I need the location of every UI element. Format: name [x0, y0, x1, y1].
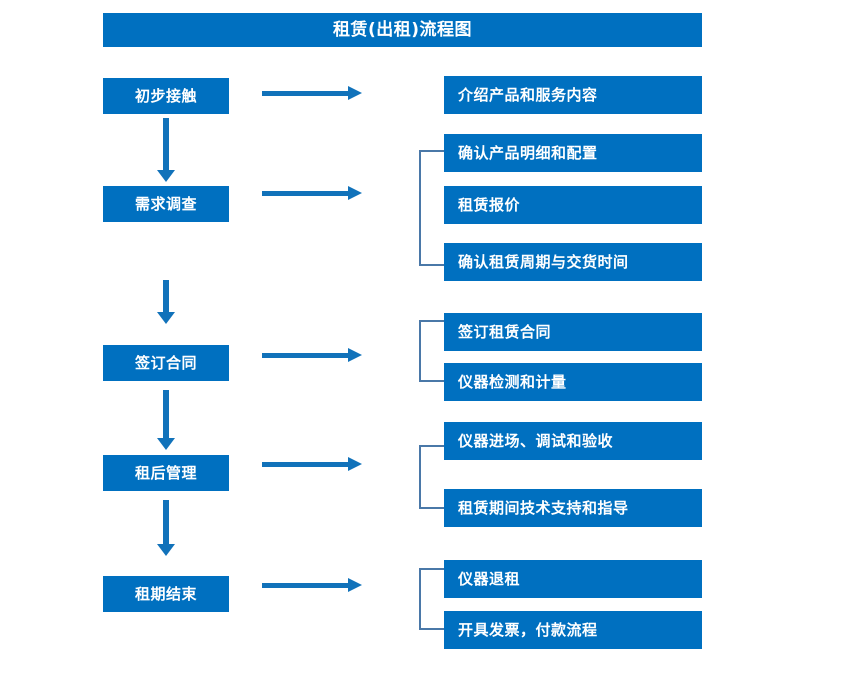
- bracket-spine: [419, 320, 421, 382]
- stage-box-sign-contract[interactable]: 签订合同: [103, 345, 229, 381]
- detail-box-rental-quote[interactable]: 租赁报价: [444, 186, 702, 224]
- bracket-stub-bottom: [419, 628, 445, 630]
- flow-arrow-down-4: [157, 500, 175, 556]
- detail-label: 租赁期间技术支持和指导: [458, 498, 629, 517]
- arrow-head: [348, 348, 362, 362]
- stage-label: 租期结束: [134, 584, 197, 603]
- arrow-head: [157, 544, 175, 556]
- detail-label: 仪器退租: [458, 569, 521, 588]
- bracket-spine: [419, 445, 421, 509]
- stage-box-initial-contact[interactable]: 初步接触: [103, 78, 229, 114]
- bracket-stub-top: [419, 568, 445, 570]
- bracket-spine: [419, 568, 421, 630]
- detail-box-sign-rental-contract[interactable]: 签订租赁合同: [444, 313, 702, 351]
- flow-arrow-right-sign-contract: [262, 348, 362, 362]
- arrow-shaft: [163, 390, 169, 438]
- flowchart-title-text: 租赁(出租)流程图: [332, 19, 473, 40]
- detail-box-instrument-return[interactable]: 仪器退租: [444, 560, 702, 598]
- detail-box-instrument-inspection[interactable]: 仪器检测和计量: [444, 363, 702, 401]
- detail-box-technical-support[interactable]: 租赁期间技术支持和指导: [444, 489, 702, 527]
- detail-label: 确认租赁周期与交货时间: [458, 252, 629, 271]
- stage-box-needs-survey[interactable]: 需求调查: [103, 186, 229, 222]
- bracket-stub-top: [419, 150, 445, 152]
- flow-arrow-right-post-rental: [262, 457, 362, 471]
- flow-arrow-down-2: [157, 280, 175, 324]
- stage-box-rental-end[interactable]: 租期结束: [103, 576, 229, 612]
- bracket-stub-bottom: [419, 264, 445, 266]
- stage-box-post-rental-management[interactable]: 租后管理: [103, 455, 229, 491]
- bracket-spine: [419, 150, 421, 266]
- detail-box-confirm-spec[interactable]: 确认产品明细和配置: [444, 134, 702, 172]
- arrow-head: [348, 578, 362, 592]
- arrow-shaft: [163, 500, 169, 544]
- arrow-head: [348, 186, 362, 200]
- detail-label: 介绍产品和服务内容: [458, 85, 598, 104]
- arrow-head: [157, 312, 175, 324]
- bracket-connector-sign-contract: [419, 320, 445, 382]
- detail-box-instrument-entry-commission[interactable]: 仪器进场、调试和验收: [444, 422, 702, 460]
- flow-arrow-right-needs-survey: [262, 186, 362, 200]
- bracket-stub-bottom: [419, 507, 445, 509]
- detail-label: 开具发票，付款流程: [458, 620, 598, 639]
- bracket-stub-bottom: [419, 380, 445, 382]
- arrow-head: [157, 170, 175, 182]
- bracket-connector-needs-survey: [419, 150, 445, 266]
- stage-label: 需求调查: [134, 194, 197, 213]
- detail-box-invoice-payment[interactable]: 开具发票，付款流程: [444, 611, 702, 649]
- bracket-stub-top: [419, 445, 445, 447]
- arrow-head: [157, 438, 175, 450]
- flow-arrow-down-3: [157, 390, 175, 450]
- detail-label: 仪器检测和计量: [458, 372, 567, 391]
- arrow-shaft: [262, 191, 350, 196]
- detail-box-confirm-period-delivery[interactable]: 确认租赁周期与交货时间: [444, 243, 702, 281]
- arrow-shaft: [262, 91, 350, 96]
- flow-arrow-right-rental-end: [262, 578, 362, 592]
- arrow-head: [348, 86, 362, 100]
- arrow-shaft: [262, 353, 350, 358]
- detail-label: 签订租赁合同: [458, 322, 552, 341]
- stage-label: 租后管理: [134, 463, 197, 482]
- arrow-shaft: [262, 583, 350, 588]
- bracket-connector-post-rental: [419, 445, 445, 509]
- stage-label: 初步接触: [134, 86, 197, 105]
- bracket-connector-rental-end: [419, 568, 445, 630]
- detail-box-intro-products[interactable]: 介绍产品和服务内容: [444, 76, 702, 114]
- flow-arrow-right-initial-contact: [262, 86, 362, 100]
- detail-label: 租赁报价: [458, 195, 521, 214]
- arrow-shaft: [163, 280, 169, 312]
- detail-label: 仪器进场、调试和验收: [458, 431, 614, 450]
- flowchart-title-banner: 租赁(出租)流程图: [103, 13, 702, 47]
- arrow-head: [348, 457, 362, 471]
- flow-arrow-down-1: [157, 118, 175, 182]
- bracket-stub-top: [419, 320, 445, 322]
- arrow-shaft: [163, 118, 169, 170]
- stage-label: 签订合同: [134, 353, 197, 372]
- arrow-shaft: [262, 462, 350, 467]
- detail-label: 确认产品明细和配置: [458, 143, 598, 162]
